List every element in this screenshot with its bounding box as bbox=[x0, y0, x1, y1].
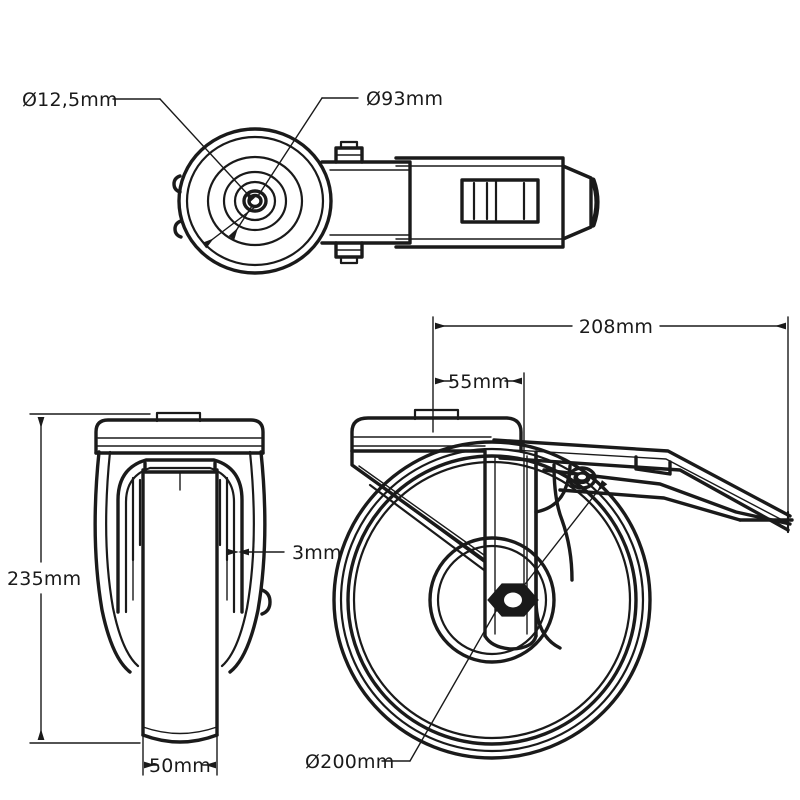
side-view-left-arm bbox=[350, 449, 486, 572]
leader-wheel-diameter-angled bbox=[409, 601, 504, 762]
side-view-hub-inner bbox=[436, 544, 548, 656]
top-view-rim-tab-upper bbox=[172, 174, 182, 194]
side-view-hex-nut-bore bbox=[504, 592, 522, 608]
dim-tread-thickness-label: 3mm bbox=[292, 542, 342, 564]
side-view-pedal-top-seam bbox=[495, 448, 787, 523]
front-view-tyre-bottom-arc bbox=[141, 733, 219, 744]
side-view-pedal-mid-edge bbox=[498, 456, 790, 532]
front-view-bracket-outline bbox=[116, 458, 244, 614]
side-view-rim-edge bbox=[352, 460, 632, 740]
front-view-fork-left-inner bbox=[105, 450, 140, 668]
leader-top-plate-angled bbox=[257, 97, 323, 197]
dim-wheel-width-label: 50mm bbox=[149, 755, 211, 777]
side-view-left-arm-inner-c bbox=[368, 483, 486, 572]
leader-top-plate-tail bbox=[228, 205, 253, 240]
side-view-plate-outline bbox=[350, 416, 523, 453]
top-view-rim-tab-lower bbox=[173, 219, 183, 239]
top-view-pedal-outline bbox=[394, 156, 565, 249]
top-view-wheel-hub-ring-inner bbox=[233, 180, 277, 222]
top-view-wheel-hub-ring-mid bbox=[222, 170, 288, 232]
dim-overall-length: 208mm bbox=[432, 316, 789, 513]
dim-offset: 55mm bbox=[435, 371, 525, 601]
front-view-plate-outline bbox=[94, 418, 265, 455]
dim-top-plate-diameter-label: Ø93mm bbox=[366, 88, 443, 110]
top-view-pedal-nose bbox=[561, 164, 593, 241]
dim-wheel-diameter-label: Ø200mm bbox=[305, 751, 394, 773]
top-view-fork-body bbox=[320, 140, 412, 265]
top-view-bolt-lower-head bbox=[339, 255, 359, 265]
top-view-bolt-upper bbox=[334, 140, 364, 164]
side-view-pedal-under-edge bbox=[558, 488, 742, 522]
side-view-leg-foot bbox=[483, 634, 538, 651]
front-view-fork-right-inner bbox=[220, 450, 255, 668]
dim-overall-height: 235mm bbox=[7, 413, 151, 744]
front-view-fork-tab bbox=[260, 588, 272, 616]
side-view-tyre-mid bbox=[339, 447, 645, 753]
dim-overall-length-label: 208mm bbox=[579, 316, 653, 338]
side-view-pivot-eyelet-outer bbox=[567, 466, 597, 490]
leader-bolt-hole bbox=[112, 98, 260, 249]
dim-offset-label: 55mm bbox=[448, 371, 510, 393]
front-view-bracket-inner bbox=[124, 466, 236, 614]
front-view: 235mm 50mm 3mm bbox=[7, 411, 342, 777]
dim-bolt-hole-diameter-label: Ø12,5mm bbox=[22, 89, 118, 111]
top-view-bolt-lower bbox=[334, 241, 364, 265]
front-view-fork-left-outer bbox=[93, 450, 132, 674]
front-view-fork bbox=[93, 450, 272, 674]
front-view-plate-boss bbox=[155, 411, 202, 423]
front-view-wheel bbox=[141, 468, 219, 744]
side-view-left-arm-inner-b bbox=[363, 473, 485, 563]
side-view-wheel bbox=[332, 440, 652, 760]
side-view-pedal-lower-edge bbox=[542, 468, 792, 526]
leader-wheel-diameter bbox=[381, 480, 608, 762]
side-view-pedal-top-edge bbox=[492, 438, 792, 518]
side-view: 208mm 55mm Ø200mm bbox=[305, 316, 794, 773]
side-view-hub-outer bbox=[428, 536, 556, 664]
dim-wheel-width: 50mm bbox=[142, 736, 218, 777]
top-view-wheel-outer-rim bbox=[177, 127, 333, 275]
front-view-top-plate bbox=[94, 411, 265, 455]
top-view: Ø12,5mm Ø93mm bbox=[22, 88, 600, 275]
top-view-wheel-hub-ring-outer bbox=[206, 155, 304, 247]
side-view-tyre-outer bbox=[332, 440, 652, 760]
side-view-top-plate bbox=[350, 408, 523, 453]
side-view-tyre-inner bbox=[346, 454, 638, 746]
leader-bolt-hole-tail bbox=[202, 203, 260, 249]
top-view-bolt-upper-head bbox=[339, 140, 359, 150]
side-view-brake-pedal bbox=[492, 438, 794, 534]
front-view-fork-right-outer bbox=[228, 450, 267, 674]
top-view-pedal-grip-frame bbox=[460, 178, 540, 224]
leader-wheel-diameter-tail bbox=[521, 480, 608, 589]
leader-top-plate bbox=[228, 97, 359, 240]
side-view-pivot-eyelet-bore bbox=[578, 474, 586, 480]
side-view-plate-boss bbox=[413, 408, 460, 421]
side-view-pedal-catch bbox=[634, 455, 672, 476]
side-view-left-arm-inner-a bbox=[358, 465, 485, 556]
dim-overall-height-label: 235mm bbox=[7, 568, 81, 590]
top-view-yoke-outline bbox=[320, 160, 412, 245]
top-view-wheel bbox=[172, 127, 333, 275]
leader-bolt-hole-angled bbox=[159, 98, 256, 203]
dim-tread-thickness: 3mm bbox=[227, 542, 342, 564]
top-view-wheel-rim-inner bbox=[185, 135, 325, 267]
side-view-right-shroud-outer bbox=[552, 463, 574, 582]
top-view-pedal-nose-heavy bbox=[590, 177, 600, 228]
side-view-left-arm-outer bbox=[350, 449, 486, 562]
front-view-tyre-bottom-inner-arc bbox=[142, 726, 218, 735]
top-view-brake-pedal bbox=[394, 156, 600, 249]
side-view-right-wall bbox=[534, 454, 562, 650]
